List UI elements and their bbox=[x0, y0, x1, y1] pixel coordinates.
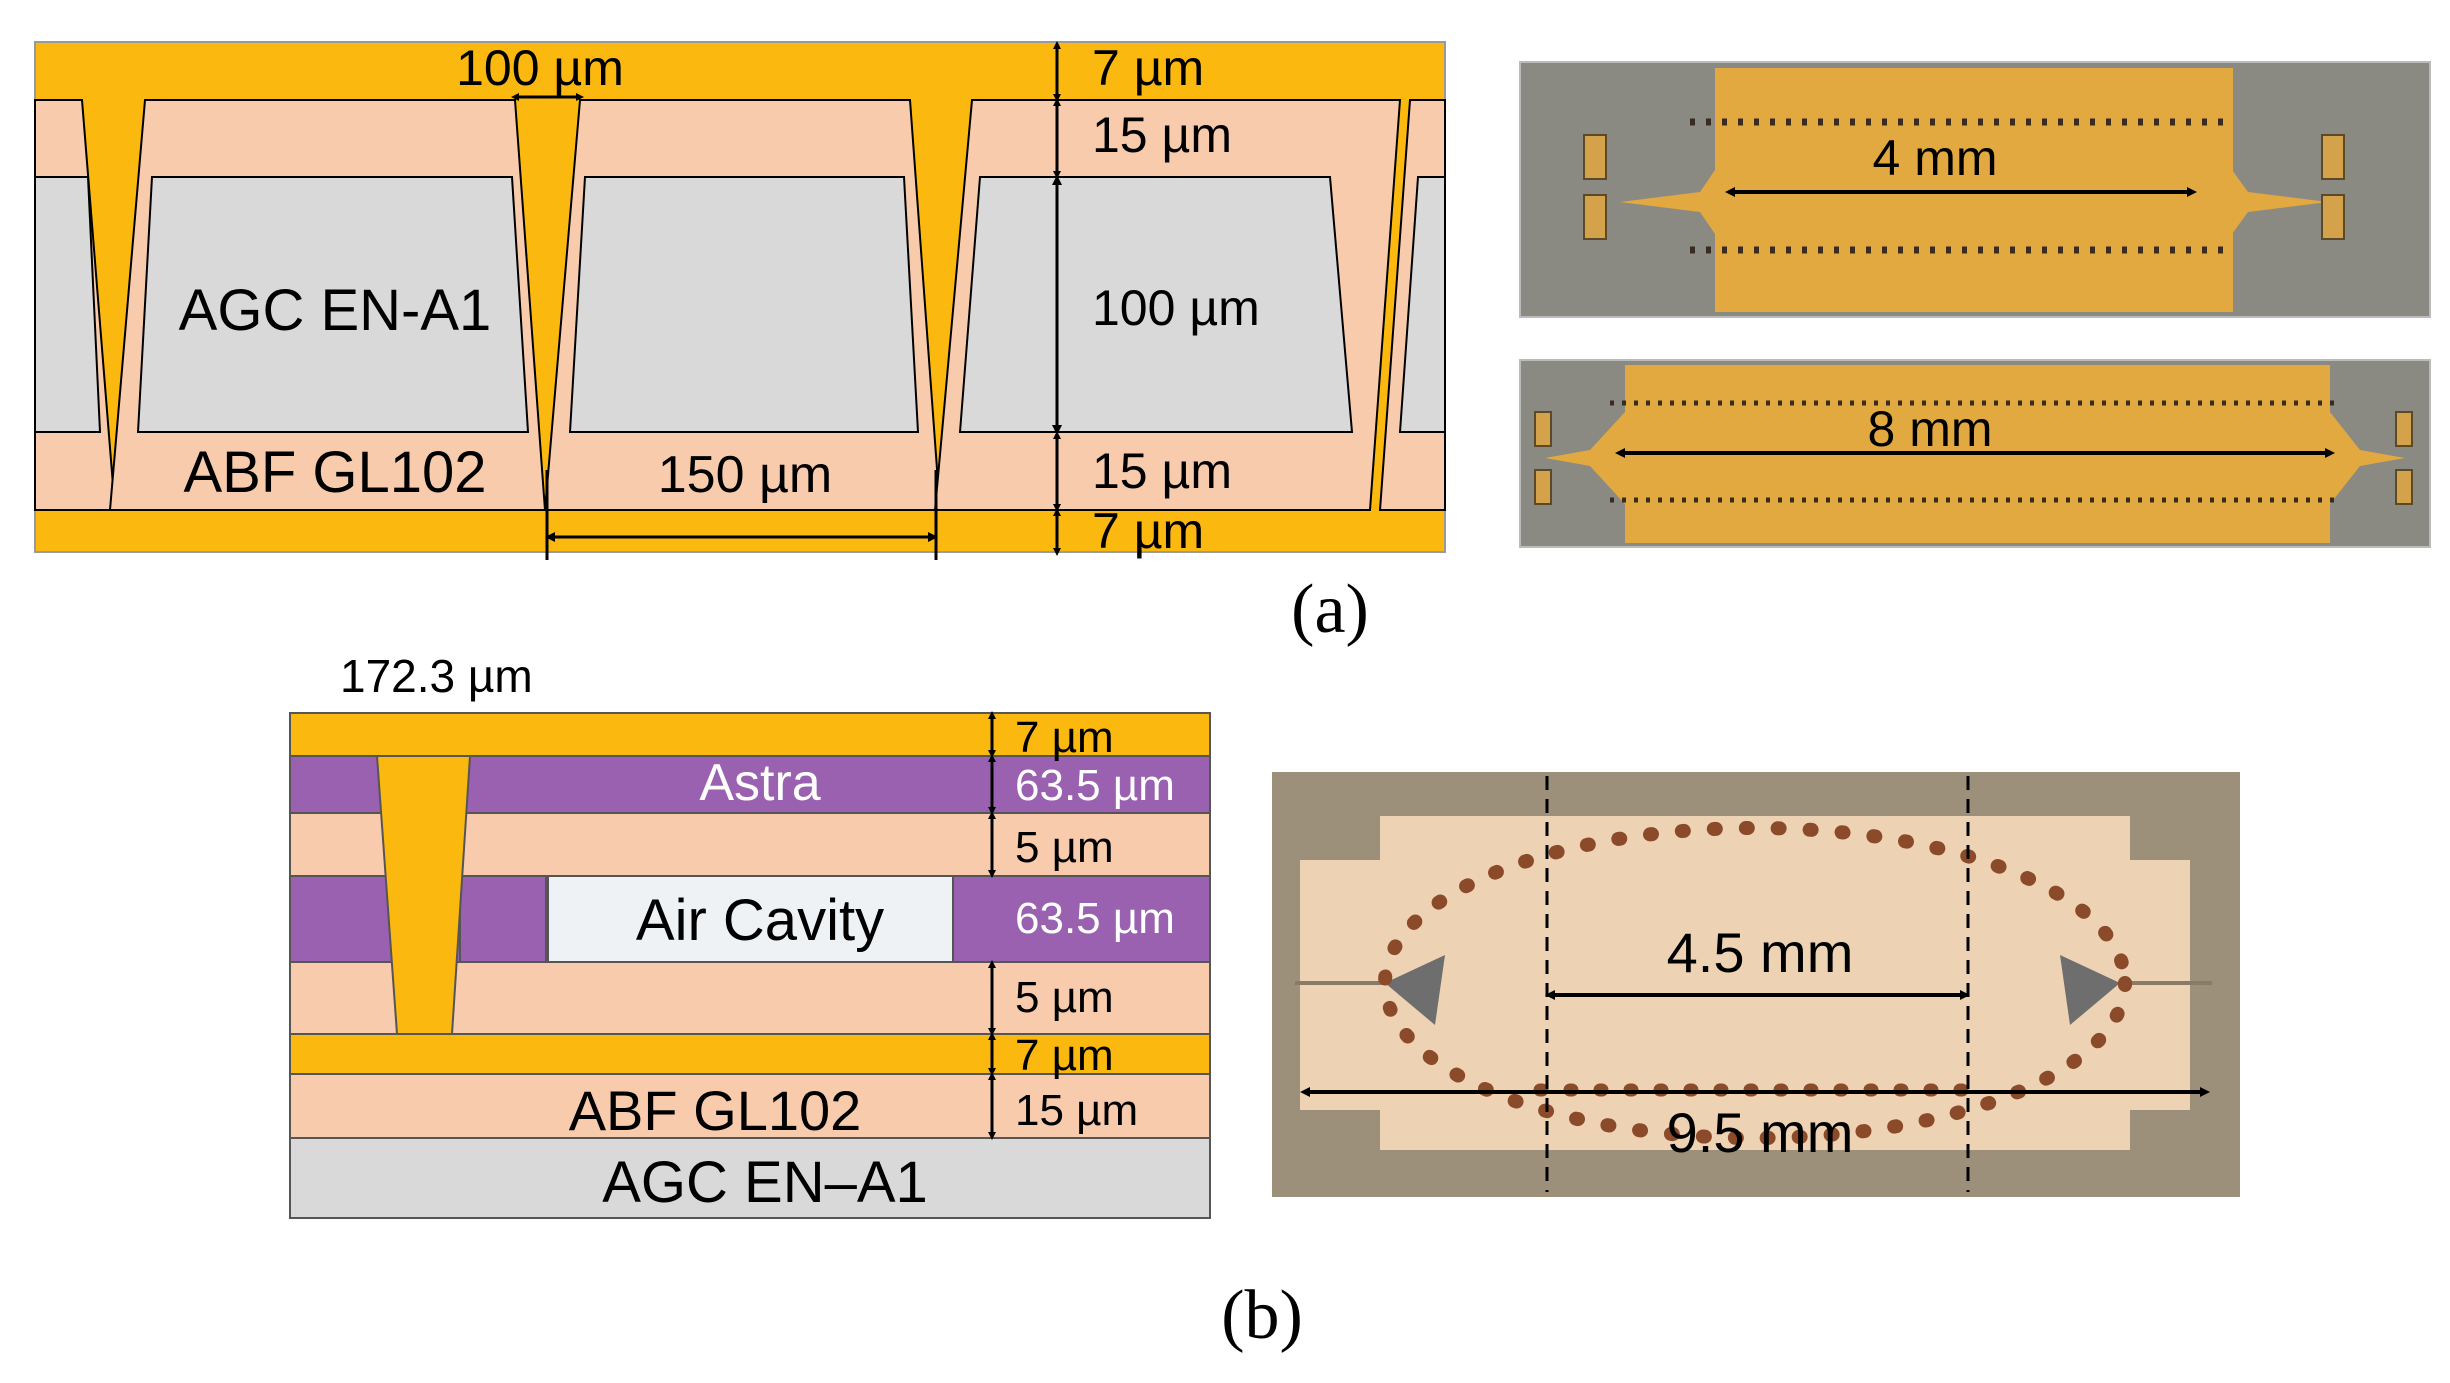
via-ring bbox=[1378, 821, 2132, 1145]
core-label: AGC EN-A1 bbox=[179, 278, 492, 343]
cavity-layer-label: 63.5 µm bbox=[1015, 894, 1175, 943]
bottom-metal-label: 7 µm bbox=[1092, 503, 1204, 559]
photo-bottom-taper-left bbox=[1545, 412, 1625, 504]
photo-top-taper-right bbox=[2232, 170, 2328, 234]
panel-b-photo: 4.5 mm 9.5 mm bbox=[1272, 772, 2240, 1197]
photo-b-outer-label: 9.5 mm bbox=[1667, 1101, 1854, 1164]
photo-bottom-pads bbox=[1534, 411, 2413, 505]
air-cavity bbox=[547, 875, 954, 963]
core-label-b: AGC EN–A1 bbox=[602, 1150, 928, 1215]
cavity-block-b1 bbox=[459, 875, 547, 963]
via-b bbox=[375, 755, 472, 1035]
panel-a-photo-top: 4 mm bbox=[1519, 61, 2431, 318]
top-metal-label: 7 µm bbox=[1092, 40, 1204, 96]
panel-b-cross-section: 172.3 µm Astra Air Cavity ABF GL102 AGC … bbox=[289, 650, 1211, 1219]
layer-core bbox=[289, 1137, 1211, 1219]
astra-thickness-label: 63.5 µm bbox=[1015, 761, 1175, 810]
probe-taper-left bbox=[1385, 955, 1445, 1025]
astra-label: Astra bbox=[699, 754, 820, 812]
bottom-metal-label-b: 7 µm bbox=[1015, 1031, 1114, 1080]
buildup-label: ABF GL102 bbox=[183, 440, 486, 505]
bottom-buildup-label: 15 µm bbox=[1092, 443, 1232, 499]
buildup-thickness-label: 15 µm bbox=[1015, 1086, 1138, 1135]
photo-bottom-taper-right bbox=[2330, 412, 2405, 504]
top-metal-label-b: 7 µm bbox=[1015, 713, 1114, 762]
photo-top-pads bbox=[1583, 134, 2345, 240]
layer-buildup bbox=[289, 1073, 1211, 1139]
core-thickness-label: 100 µm bbox=[1092, 280, 1260, 336]
via-pitch-label: 150 µm bbox=[658, 446, 832, 504]
via-width-label-b: 172.3 µm bbox=[340, 650, 533, 702]
photo-bottom-length-label: 8 mm bbox=[1868, 401, 1993, 457]
photo-b-inner-label: 4.5 mm bbox=[1667, 921, 1854, 984]
air-cavity-label: Air Cavity bbox=[636, 888, 884, 953]
via-width-label: 100 µm bbox=[456, 40, 624, 96]
panel-a-photo-bottom: 8 mm bbox=[1519, 359, 2431, 548]
photo-top-taper-left bbox=[1620, 170, 1715, 234]
caption-a: (a) bbox=[1291, 571, 1369, 648]
buildup-label-b: ABF GL102 bbox=[569, 1079, 862, 1142]
photo-top-length-label: 4 mm bbox=[1873, 130, 1998, 186]
layer-top-metal bbox=[289, 712, 1211, 757]
caption-b: (b) bbox=[1221, 1277, 1303, 1354]
gap-1-label: 5 µm bbox=[1015, 823, 1114, 872]
gap-2-label: 5 µm bbox=[1015, 973, 1114, 1022]
layer-bottom-metal bbox=[289, 1033, 1211, 1075]
panel-a-cross-section: AGC EN-A1 ABF GL102 100 µm 150 µm 7 µm 1… bbox=[34, 40, 1446, 560]
probe-taper-right bbox=[2060, 955, 2120, 1025]
top-buildup-label: 15 µm bbox=[1092, 107, 1232, 163]
